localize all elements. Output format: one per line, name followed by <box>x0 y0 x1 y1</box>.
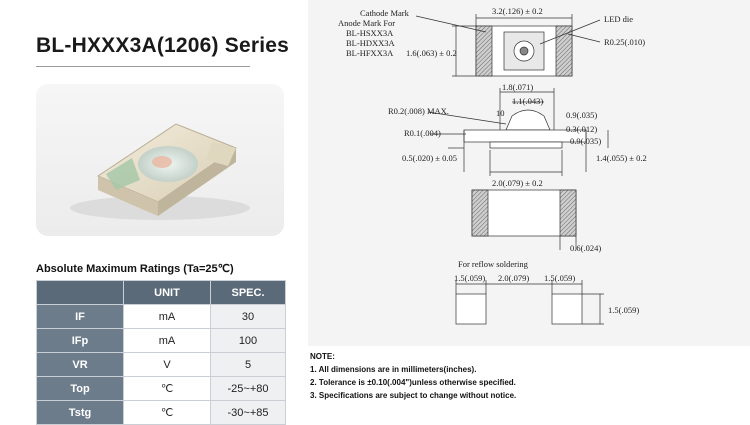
dimension-drawing: Cathode Mark Anode Mark For BL-HSXX3A BL… <box>308 0 750 346</box>
led-die-label: LED die <box>604 14 633 24</box>
dim-0-9a: 0.9(.035) <box>566 110 597 120</box>
dim-0-6: 0.6(.024) <box>570 243 601 253</box>
header-spec: SPEC. <box>210 280 286 305</box>
pad-dim-d: 1.5(.059) <box>608 305 639 315</box>
pad-dim-c: 1.5(.059) <box>544 273 575 283</box>
dim-r0-1: R0.1(.004) <box>404 128 441 138</box>
table-header-row: UNIT SPEC. <box>36 280 286 305</box>
note-1: 1. All dimensions are in millimeters(inc… <box>310 365 477 374</box>
note-3: 3. Specifications are subject to change … <box>310 391 517 400</box>
drawing-canvas: Cathode Mark Anode Mark For BL-HSXX3A BL… <box>338 6 647 325</box>
model-label-3: BL-HFXX3A <box>346 48 394 58</box>
dim-0-3: 0.3(.012) <box>566 124 597 134</box>
pad-dim-b: 2.0(.079) <box>498 273 529 283</box>
ratings-table: UNIT SPEC. IF mA 30 IFp mA 100 VR V 5 To… <box>36 280 286 425</box>
table-row: IF mA 30 <box>36 304 286 329</box>
row-unit: ℃ <box>123 400 211 425</box>
notes-block: NOTE: 1. All dimensions are in millimete… <box>310 350 516 402</box>
row-spec: 30 <box>210 304 286 329</box>
row-spec: -30~+85 <box>210 400 286 425</box>
dim-2-0: 2.0(.079) ± 0.2 <box>492 178 543 188</box>
row-symbol: IF <box>36 304 124 329</box>
pad-dim-a: 1.5(.059) <box>454 273 485 283</box>
ratings-heading: Absolute Maximum Ratings (Ta=25℃) <box>36 263 234 275</box>
title-underline <box>36 66 250 67</box>
row-symbol: Tstg <box>36 400 124 425</box>
note-2: 2. Tolerance is ±0.10(.004")unless other… <box>310 378 516 387</box>
row-unit: ℃ <box>123 376 211 401</box>
dim-0-9b: 0.9(.035) <box>570 136 601 146</box>
row-unit: mA <box>123 304 211 329</box>
dim-radius: R0.25(.010) <box>604 37 645 47</box>
table-row: Tstg ℃ -30~+85 <box>36 400 286 425</box>
row-spec: 100 <box>210 328 286 353</box>
dim-height: 1.6(.063) ± 0.2 <box>406 48 457 58</box>
product-photo <box>36 84 284 236</box>
dim-1-1: 1.1(.043) <box>512 96 543 106</box>
table-row: IFp mA 100 <box>36 328 286 353</box>
model-label-2: BL-HDXX3A <box>346 38 395 48</box>
header-unit: UNIT <box>123 280 211 305</box>
table-row: Top ℃ -25~+80 <box>36 376 286 401</box>
dim-r0-2: R0.2(.008) MAX. <box>388 106 449 116</box>
row-symbol: VR <box>36 352 124 377</box>
anode-mark-label: Anode Mark For <box>338 18 395 28</box>
dim-0-5: 0.5(.020) ± 0.05 <box>402 153 457 163</box>
reflow-label: For reflow soldering <box>458 259 529 269</box>
model-label-1: BL-HSXX3A <box>346 28 394 38</box>
row-spec: -25~+80 <box>210 376 286 401</box>
dim-width: 3.2(.126) ± 0.2 <box>492 6 543 16</box>
series-title: BL-HXXX3A(1206) Series <box>36 34 290 57</box>
row-spec: 5 <box>210 352 286 377</box>
row-symbol: IFp <box>36 328 124 353</box>
row-symbol: Top <box>36 376 124 401</box>
dim-10: 10 <box>496 108 505 118</box>
dim-1-8: 1.8(.071) <box>502 82 533 92</box>
cathode-mark-label: Cathode Mark <box>360 8 410 18</box>
notes-heading: NOTE: <box>310 352 335 361</box>
led-photo-illustration <box>70 123 250 220</box>
header-symbol <box>36 280 124 305</box>
row-unit: mA <box>123 328 211 353</box>
dim-1-4: 1.4(.055) ± 0.2 <box>596 153 647 163</box>
table-row: VR V 5 <box>36 352 286 377</box>
row-unit: V <box>123 352 211 377</box>
